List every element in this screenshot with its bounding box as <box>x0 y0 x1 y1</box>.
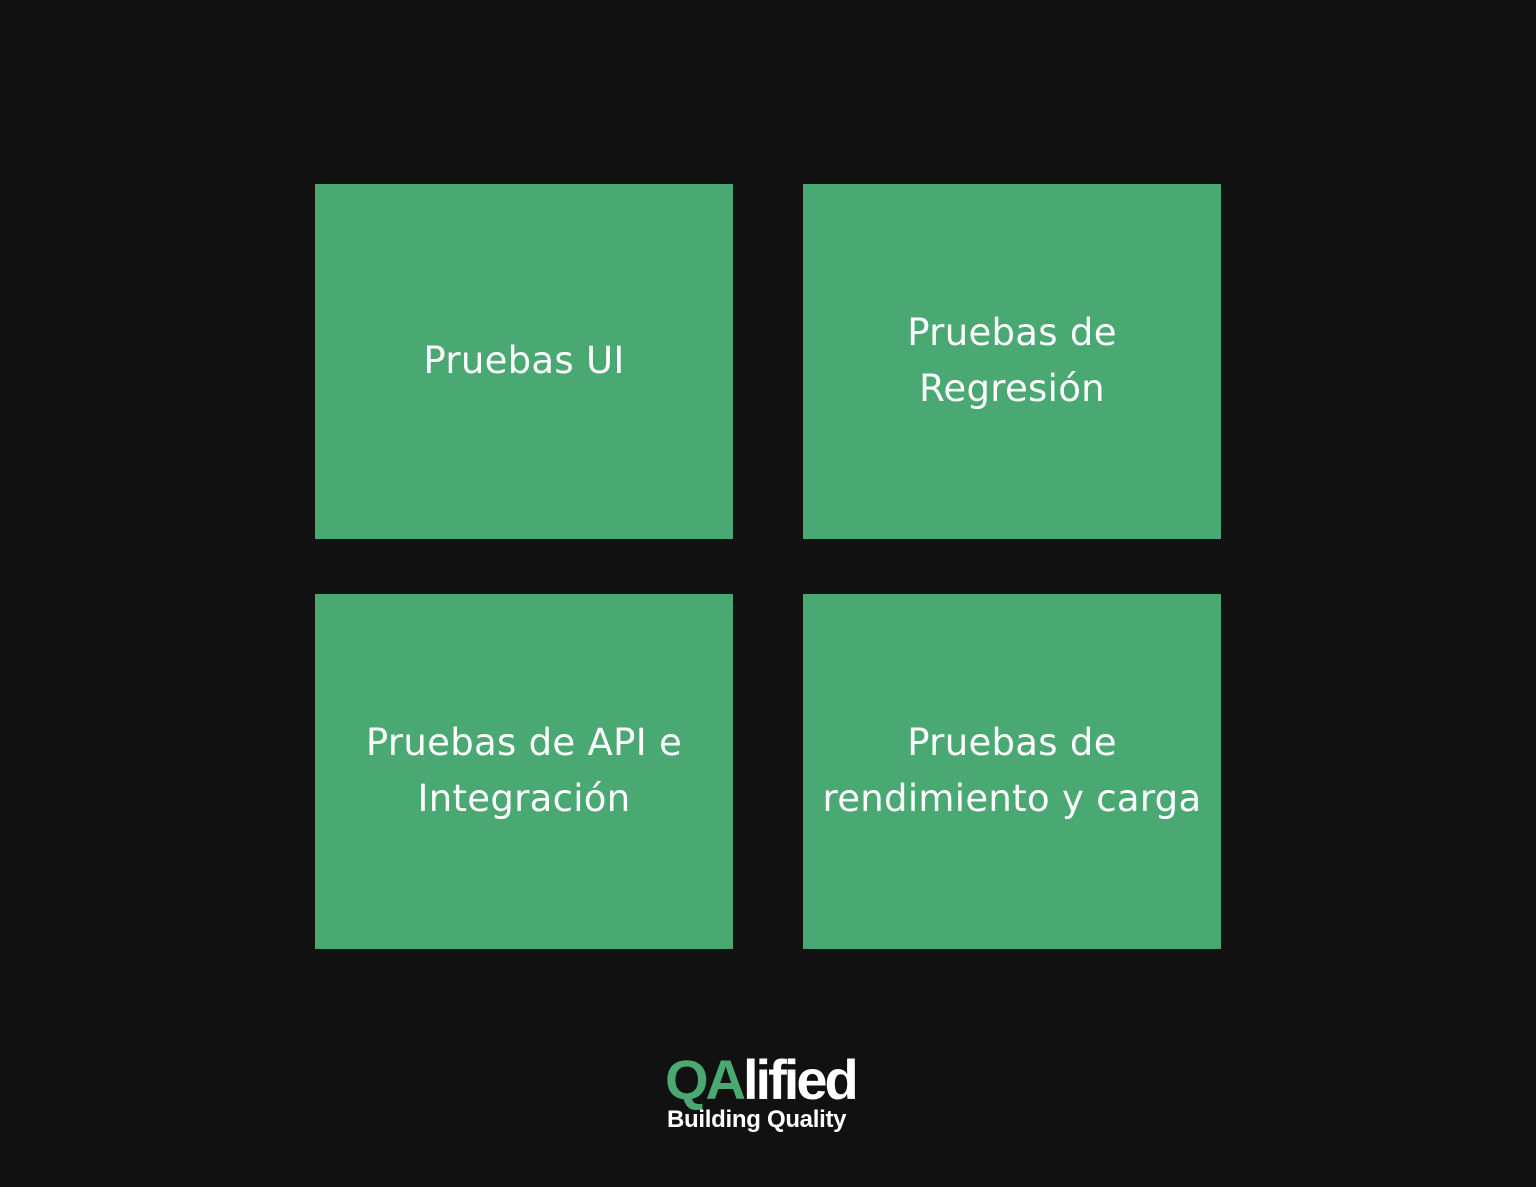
logo-wordmark: QAlified <box>665 1052 870 1108</box>
card-pruebas-ui: Pruebas UI <box>315 184 733 539</box>
qalified-logo: QAlified Building Quality <box>665 1052 870 1134</box>
card-label-line: Pruebas de <box>907 310 1117 354</box>
logo-wordmark-qa: QA <box>665 1048 746 1111</box>
card-pruebas-rendimiento-carga: Pruebas de rendimiento y carga <box>803 594 1221 949</box>
card-label-line: Pruebas de <box>907 720 1117 764</box>
card-label-line: Regresión <box>919 366 1105 410</box>
card-pruebas-regresion: Pruebas de Regresión <box>803 184 1221 539</box>
card-label-line: Integración <box>417 776 631 820</box>
card-pruebas-api-integracion: Pruebas de API e Integración <box>315 594 733 949</box>
card-label-line: rendimiento y carga <box>822 776 1202 820</box>
logo-wordmark-suffix: lified <box>743 1048 859 1111</box>
logo-tagline: Building Quality <box>667 1106 847 1133</box>
card-label-line: Pruebas UI <box>423 338 625 382</box>
card-label-line: Pruebas de API e <box>365 720 683 764</box>
